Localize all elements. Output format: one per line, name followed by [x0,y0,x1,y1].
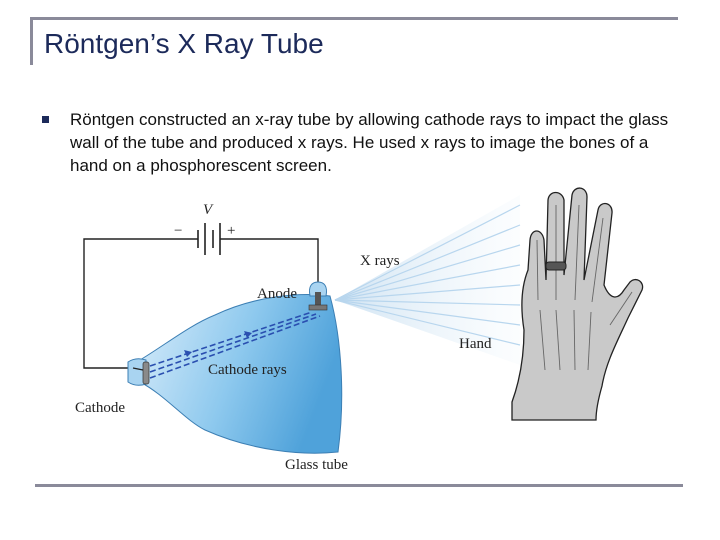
circuit-wires [83,238,319,369]
hand-illustration [511,187,644,421]
cathode-electrode [132,361,150,385]
cathode-rays [149,311,321,379]
battery-symbol [197,223,221,255]
slide-title: Röntgen’s X Ray Tube [44,28,324,59]
xrays-label: X rays [360,253,400,269]
anode-electrode [308,292,328,311]
ring-icon [545,261,567,271]
xray-fan [334,195,521,365]
cathode-rays-label: Cathode rays [208,362,287,378]
battery-minus-label: − [174,223,182,239]
hand-label: Hand [459,336,492,352]
title-frame-top-line [30,17,678,20]
anode-label: Anode [257,286,297,302]
glass-tube-label: Glass tube [285,457,348,473]
hand-bones [536,204,633,371]
cathode-label: Cathode [75,400,125,416]
battery-plus-label: + [227,223,235,239]
battery-voltage-label: V [203,202,214,218]
bullet-marker-icon [42,116,49,123]
glass-tube [127,281,343,454]
bullet-text: Röntgen constructed an x-ray tube by all… [70,110,669,175]
cathode-ray-arrows-icon [184,331,252,357]
bottom-rule [35,484,683,487]
title-frame-left-line [30,17,33,65]
